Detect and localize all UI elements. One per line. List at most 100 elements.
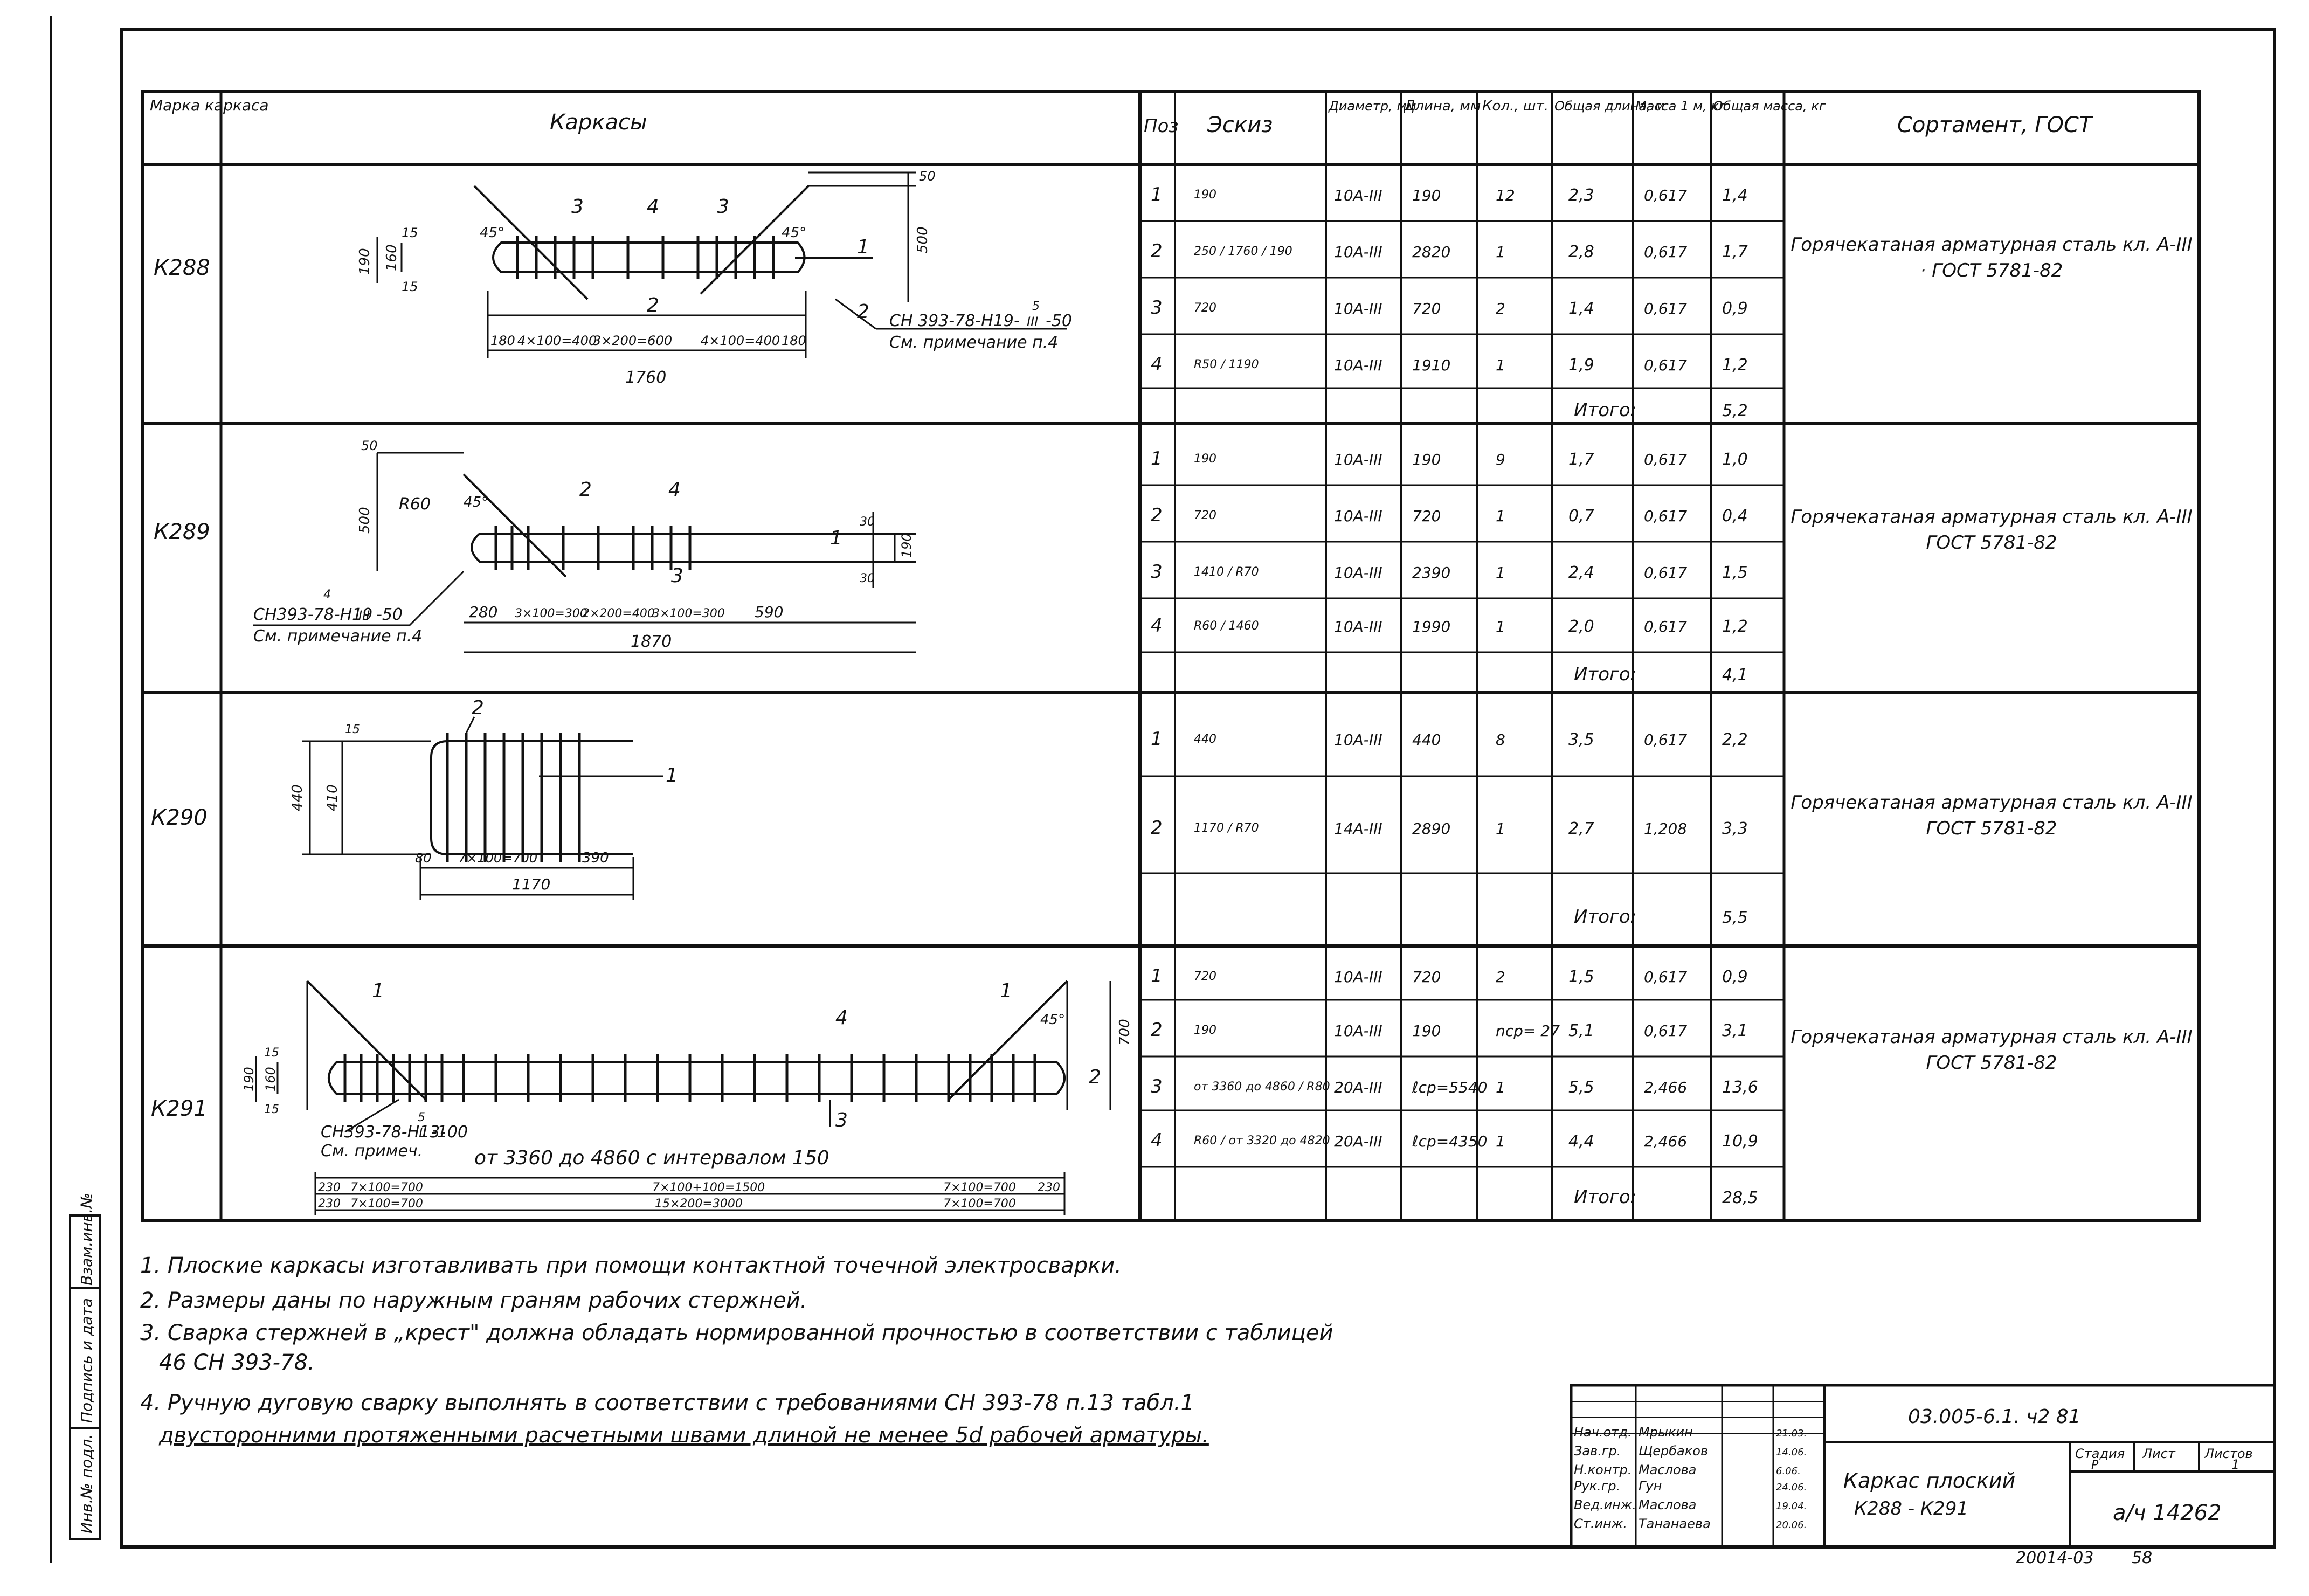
row-total-value: 5,2 xyxy=(1722,402,1748,420)
k289-weld-frac-bottom: III xyxy=(358,608,370,623)
row-length: ℓср=5540 xyxy=(1412,1079,1487,1096)
stamp-name: Маслова xyxy=(1639,1497,1696,1512)
drawing-k288 xyxy=(376,171,1067,358)
k288-dim-bottom-1: 4×100=400 xyxy=(517,333,597,348)
row-length: 2890 xyxy=(1412,820,1450,838)
row-sketch: 720 xyxy=(1194,970,1216,983)
k291-dim-15a: 15 xyxy=(264,1046,279,1060)
k290-callout-2: 2 xyxy=(472,697,484,719)
note-4-cont: двусторонними протяженными расчетными шв… xyxy=(159,1423,1209,1448)
stamp-role: Рук.гр. xyxy=(1574,1478,1620,1494)
row-sketch: 720 xyxy=(1194,301,1216,315)
row-length: 2820 xyxy=(1412,243,1450,261)
stage-value: Р xyxy=(2091,1459,2099,1472)
k289-weld-tail: -50 xyxy=(376,605,403,624)
stamp-date: 21.03. xyxy=(1776,1428,1807,1439)
k291-weld-frac-bottom: III xyxy=(415,1125,426,1141)
k289-dim-bottom-1: 3×100=300 xyxy=(515,607,587,620)
row-mass-per-m: 0,617 xyxy=(1644,564,1687,582)
stamp-date: 19.04. xyxy=(1776,1501,1807,1512)
row-qty: 1 xyxy=(1496,243,1505,261)
row-total-mass: 1,7 xyxy=(1722,243,1748,261)
k288-dim-160: 160 xyxy=(384,244,400,271)
k288-callout-2a: 2 xyxy=(647,294,659,316)
row-length: 1910 xyxy=(1412,356,1450,374)
row-total-length: 2,4 xyxy=(1568,563,1594,582)
row-sketch: 190 xyxy=(1194,188,1216,202)
header-sketch: Эскиз xyxy=(1207,113,1273,137)
stage-label: Стадия xyxy=(2075,1446,2125,1461)
k289-dim-30b: 30 xyxy=(860,572,875,585)
row-total-length: 2,7 xyxy=(1568,819,1594,838)
k290-dim-410: 410 xyxy=(324,784,341,811)
row-pos: 2 xyxy=(1151,240,1163,262)
header-assortment: Сортамент, ГОСТ xyxy=(1897,113,2094,137)
k289-dim-50: 50 xyxy=(361,438,378,453)
row-total-mass: 3,1 xyxy=(1722,1021,1748,1040)
assortment-k288: Горячекатаная арматурная сталь кл. А-III… xyxy=(1790,234,2193,281)
k290-callout-1: 1 xyxy=(666,764,678,786)
k288-weld-frac-bottom: III xyxy=(1027,314,1038,329)
row-length: 190 xyxy=(1412,186,1441,204)
row-total-mass: 2,2 xyxy=(1722,730,1748,749)
k291-dim-row1-4: 230 xyxy=(1038,1181,1060,1194)
drawing-k288-labels: 3 4 3 1 2 2 45° 45° 190 160 15 15 500 50… xyxy=(357,169,1072,387)
row-diameter: 10А-III xyxy=(1334,243,1382,261)
row-total-length: 2,0 xyxy=(1568,617,1594,636)
sheets-value: 1 xyxy=(2231,1457,2239,1472)
assortment-k289: Горячекатаная арматурная сталь кл. А-III… xyxy=(1790,506,2193,554)
k291-dim-row2-2: 15×200=3000 xyxy=(655,1197,743,1211)
side-stamp-replace: Взам.инв.№ xyxy=(78,1193,95,1286)
sheet-frame xyxy=(50,16,2276,1563)
stamp-role: Н.контр. xyxy=(1574,1462,1631,1477)
assortment-cells: Горячекатаная арматурная сталь кл. А-III… xyxy=(1790,234,2193,1074)
row-total-label: Итого: xyxy=(1574,399,1636,421)
title-line2: К288 - К291 xyxy=(1854,1498,1968,1519)
title-line1: Каркас плоский xyxy=(1843,1469,2015,1493)
side-stamp-sign: Подпись и дата xyxy=(78,1298,95,1423)
row-diameter: 10А-III xyxy=(1334,451,1382,468)
row-diameter: 14А-III xyxy=(1334,820,1382,838)
row-length: 720 xyxy=(1412,968,1441,986)
k288-dim-15b: 15 xyxy=(402,279,418,294)
stamp-role: Нач.отд. xyxy=(1574,1425,1631,1440)
side-stamp xyxy=(69,1214,101,1540)
side-stamp-labels: Инв.№ подл. Подпись и дата Взам.инв.№ xyxy=(78,1193,95,1533)
footer-code: 20014-03 xyxy=(2016,1549,2093,1567)
header-diameter: Диаметр, мм xyxy=(1328,99,1416,114)
row-qty: 1 xyxy=(1496,1079,1505,1096)
row-pos: 3 xyxy=(1151,1076,1163,1097)
header-pos: Поз xyxy=(1144,115,1178,137)
row-qty: 2 xyxy=(1496,968,1505,986)
k288-dim-190: 190 xyxy=(357,248,373,275)
stamp-role: Ст.инж. xyxy=(1574,1516,1627,1531)
row-pos: 4 xyxy=(1151,1130,1163,1151)
row-mass-per-m: 0,617 xyxy=(1644,1022,1687,1040)
k288-callout-3b: 3 xyxy=(717,196,729,218)
k291-dim-row1-2: 7×100+100=1500 xyxy=(652,1181,765,1194)
row-length: 440 xyxy=(1412,731,1441,749)
stamp-role: Зав.гр. xyxy=(1574,1443,1621,1459)
row-pos: 1 xyxy=(1151,184,1163,205)
spec-table-grid xyxy=(141,90,2201,1222)
row-mass-per-m: 2,466 xyxy=(1644,1132,1687,1150)
row-total-length: 0,7 xyxy=(1568,507,1594,526)
frame-marks: К288 К289 К290 К291 xyxy=(151,255,210,1121)
header-total-mass: Общая масса, кг xyxy=(1713,99,1826,114)
row-total-length: 2,8 xyxy=(1568,243,1594,261)
stamp-date: 6.06. xyxy=(1776,1466,1801,1477)
row-total-length: 1,5 xyxy=(1568,968,1594,986)
stamp-name: Тананаева xyxy=(1639,1516,1711,1531)
k289-overall: 1870 xyxy=(631,632,672,651)
row-qty: 1 xyxy=(1496,1132,1505,1150)
k288-weld-ref: СН 393-78-Н19- xyxy=(889,312,1020,330)
row-length: 720 xyxy=(1412,300,1441,317)
row-qty: 9 xyxy=(1496,451,1505,468)
row-diameter: 10А-III xyxy=(1334,564,1382,582)
row-length: 190 xyxy=(1412,1022,1441,1040)
row-total-length: 1,7 xyxy=(1568,450,1594,469)
row-diameter: 10А-III xyxy=(1334,731,1382,749)
row-diameter: 20А-III xyxy=(1334,1079,1382,1096)
